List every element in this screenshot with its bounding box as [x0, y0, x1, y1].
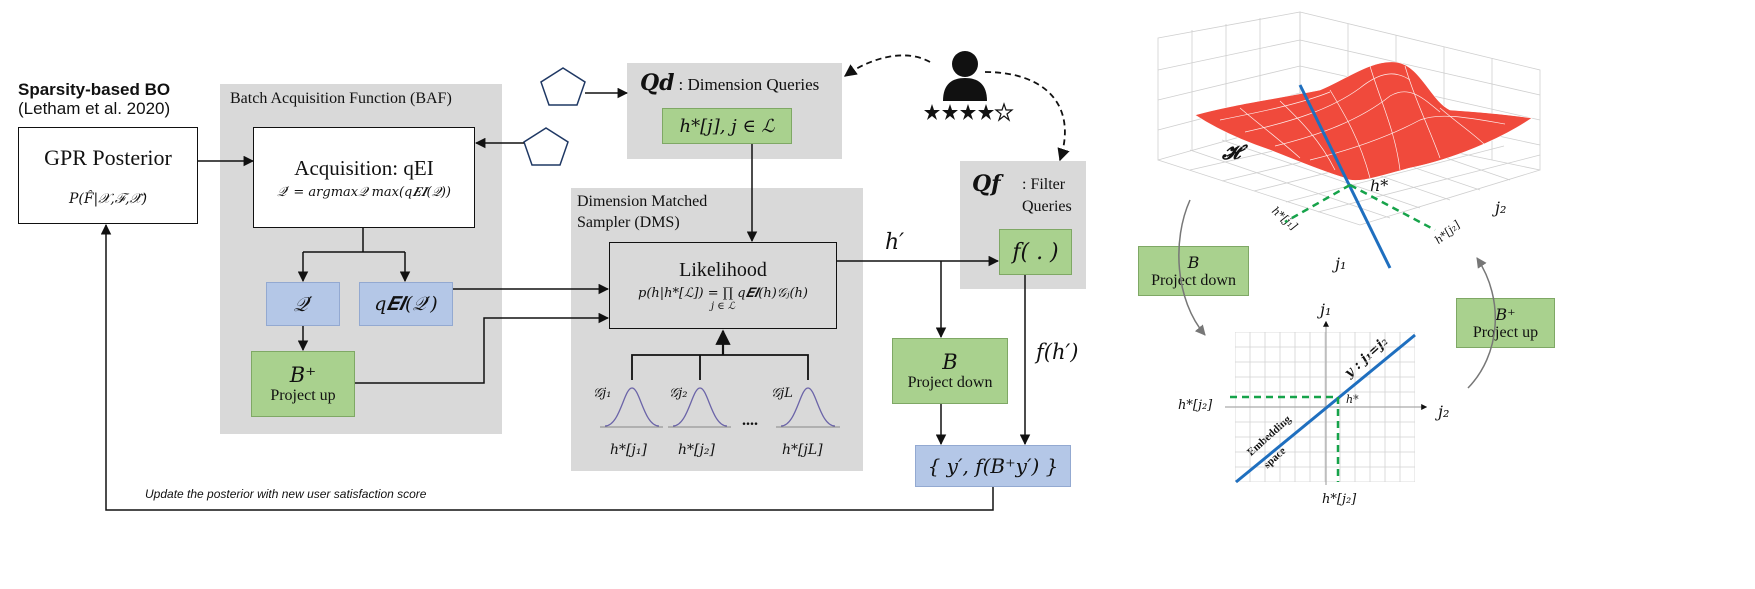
q-prime-label: 𝒬′ [293, 292, 313, 316]
l-pentagon [540, 67, 586, 106]
bplus-project-up-box: B⁺ Project up [251, 351, 355, 417]
baf-title: Batch Acquisition Function (BAF) [230, 90, 452, 107]
qd-symbol: 𝑸𝒅 [640, 70, 675, 96]
gaussian-curve-2 [668, 387, 731, 428]
embed-j2-label: j₂ [1438, 402, 1450, 421]
result-label: { y′, f(B⁺y′) } [927, 454, 1059, 478]
right-project-down-box: B Project down [1138, 246, 1249, 296]
embed-hj2-bottom-label: h*[j₂] [1322, 492, 1357, 507]
gaussian-label-L: 𝒢jL [771, 386, 793, 401]
filter-f-box: f( . ) [999, 229, 1072, 275]
surface-j2-label: j₂ [1495, 198, 1507, 217]
likelihood-title: Likelihood [679, 259, 767, 281]
embedding-line [1235, 333, 1416, 484]
filter-f-label: f( . ) [1012, 239, 1059, 265]
gaussian-label-1: 𝒢j₁ [593, 386, 612, 401]
project-up-label: Project up [270, 387, 336, 404]
embedding-plot [1225, 320, 1428, 485]
dms-title-2: Sampler (DMS) [577, 214, 680, 231]
user-icon [943, 51, 987, 101]
project-down-label: Project down [907, 374, 993, 391]
surface-mesh [1194, 61, 1533, 181]
gpr-posterior-box: GPR Posterior P(F̂|𝒳,ℱ,𝒳̂) [18, 127, 198, 224]
user-to-qf-dashed-arrow [984, 71, 1070, 162]
right-project-down-label: Project down [1151, 271, 1236, 289]
surface-hstar-axis [1298, 84, 1392, 269]
gaussian-merge-lines [631, 354, 809, 380]
surface-j2-dash [1349, 183, 1436, 232]
project-down-curve-arrow [1178, 199, 1206, 336]
qf-symbol: 𝑸𝒇 [972, 171, 1001, 197]
bplus-to-likelihood-arrow [355, 312, 610, 384]
likelihood-sub: j ∈ ℒ [710, 301, 736, 312]
surface-j1-dash [1284, 183, 1351, 224]
qd-item-box: h*[j], j ∈ ℒ [662, 108, 792, 144]
update-caption: Update the posterior with new user satis… [145, 487, 427, 501]
surface-mesh-lines [1219, 65, 1506, 179]
dms-title-1: Dimension Matched [577, 193, 708, 210]
gaussian-h-2: h*[j₂] [678, 442, 715, 458]
star-rating-icon [924, 102, 1014, 122]
qd-heading: 𝑸𝒅 : Dimension Queries [640, 70, 819, 96]
embed-j1-label: j₁ [1320, 300, 1332, 319]
sparsity-title: Sparsity-based BO [18, 80, 171, 99]
surface-H-label: 𝓗 [1222, 140, 1241, 164]
b-label: B [942, 350, 958, 374]
acq-split-lines [303, 228, 405, 253]
qf-label-1: : Filter [1022, 176, 1066, 193]
surface-j1-label: j₁ [1335, 254, 1347, 273]
acq-formula: 𝒬′ = argmax𝒬 max(q𝑬𝑰(𝒬)) [276, 184, 452, 200]
gaussian-h-1: h*[j₁] [610, 442, 647, 458]
gaussian-dots: .... [742, 412, 758, 429]
acq-title: Acquisition: qEI [294, 155, 434, 180]
right-project-up-box: B⁺ Project up [1456, 298, 1555, 348]
acquisition-box: Acquisition: qEI 𝒬′ = argmax𝒬 max(q𝑬𝑰(𝒬)… [253, 127, 475, 228]
right-project-up-label: Project up [1472, 323, 1539, 341]
qd-label: : Dimension Queries [678, 75, 820, 94]
bplus-label: B⁺ [289, 363, 317, 387]
gaussian-label-2: 𝒢j₂ [669, 386, 688, 401]
b-project-down-box: B Project down [892, 338, 1008, 404]
qei-label: q𝑬𝑰(𝒬′) [374, 293, 438, 315]
surface-hstar-label: h* [1370, 176, 1389, 195]
qd-item: h*[j], j ∈ ℒ [679, 115, 775, 137]
result-box: { y′, f(B⁺y′) } [915, 445, 1071, 487]
right-b-label: B [1187, 252, 1200, 272]
surface-plot [1157, 11, 1541, 269]
right-bplus-label: B⁺ [1495, 304, 1516, 324]
gaussian-curve-L [776, 387, 840, 428]
qei-box: q𝑬𝑰(𝒬′) [359, 282, 453, 326]
qf-label-2: Queries [1022, 198, 1072, 215]
likelihood-formula: p(h|h*[ℒ]) = ∏ q𝑬𝑰(h)𝒢ⱼ(h) [638, 286, 808, 301]
user-to-qd-dashed-arrow [843, 54, 931, 77]
sparsity-citation: (Letham et al. 2020) [18, 99, 171, 118]
q-pentagon [523, 127, 569, 166]
q-prime-box: 𝒬′ [266, 282, 340, 326]
embed-hj2-left-label: h*[j₂] [1178, 398, 1213, 413]
gpr-formula: P(F̂|𝒳,ℱ,𝒳̂) [68, 190, 148, 207]
gaussian-curve-1 [600, 387, 663, 428]
gaussian-h-L: h*[jL] [782, 442, 823, 458]
embed-hstar-label: h* [1346, 393, 1359, 406]
update-posterior-arrow [100, 223, 994, 511]
f-h-prime-label: f(h′) [1036, 340, 1079, 364]
project-up-curve-arrow [1467, 257, 1497, 389]
gpr-title: GPR Posterior [44, 144, 172, 170]
likelihood-box: Likelihood p(h|h*[ℒ]) = ∏ q𝑬𝑰(h)𝒢ⱼ(h) j … [609, 242, 837, 329]
h-prime-label: h′ [885, 230, 905, 255]
